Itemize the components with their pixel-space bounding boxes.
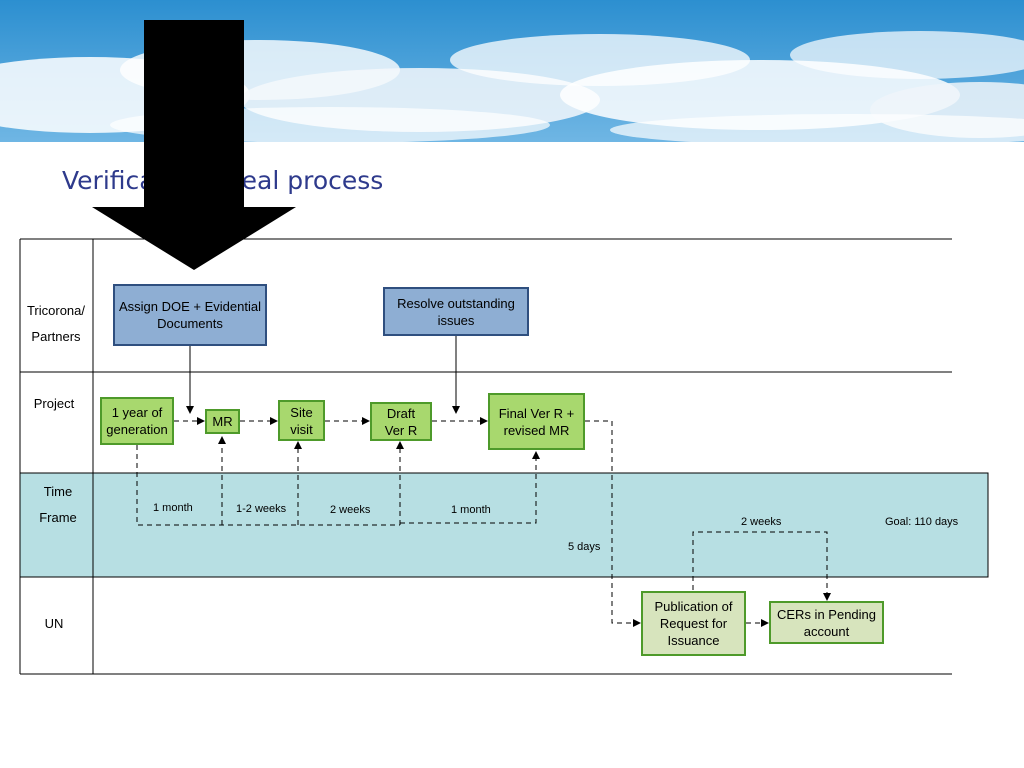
duration-label: 1 month	[153, 502, 193, 514]
lane-label-project: Project	[33, 396, 75, 411]
tick-final	[400, 451, 540, 524]
arrow-final-to-publication	[585, 420, 641, 627]
bracket-2-weeks	[692, 531, 831, 601]
duration-label: 2 weeks	[741, 516, 782, 528]
box-assign-doe: Assign DOE + Evidential Documents	[113, 284, 267, 346]
duration-label: 5 days	[568, 541, 601, 553]
goal-label: Goal: 110 days	[885, 516, 959, 528]
duration-label: 1-2 weeks	[236, 503, 287, 515]
box-mr: MR	[205, 409, 240, 434]
timeframe-bracket-path	[136, 445, 400, 526]
box-site-visit: Site visit	[278, 400, 325, 441]
duration-label: 2 weeks	[330, 504, 371, 516]
lane-label-un: UN	[44, 616, 64, 631]
duration-label: 1 month	[451, 504, 491, 516]
sky-banner	[0, 0, 1024, 142]
lane-label-partners: Tricorona/ Partners	[26, 303, 86, 344]
big-down-arrow-icon	[92, 20, 296, 270]
box-final-ver-r: Final Ver R + revised MR	[488, 393, 585, 450]
box-resolve-issues: Resolve outstanding issues	[383, 287, 529, 336]
lane-label-timeframe: Time Frame	[39, 484, 77, 525]
box-draft-ver-r: Draft Ver R	[370, 402, 432, 441]
clouds-image	[0, 0, 1024, 142]
box-publication: Publication of Request for Issuance	[641, 591, 746, 656]
box-cers-pending: CERs in Pending account	[769, 601, 884, 644]
box-year-generation: 1 year of generation	[100, 397, 174, 445]
